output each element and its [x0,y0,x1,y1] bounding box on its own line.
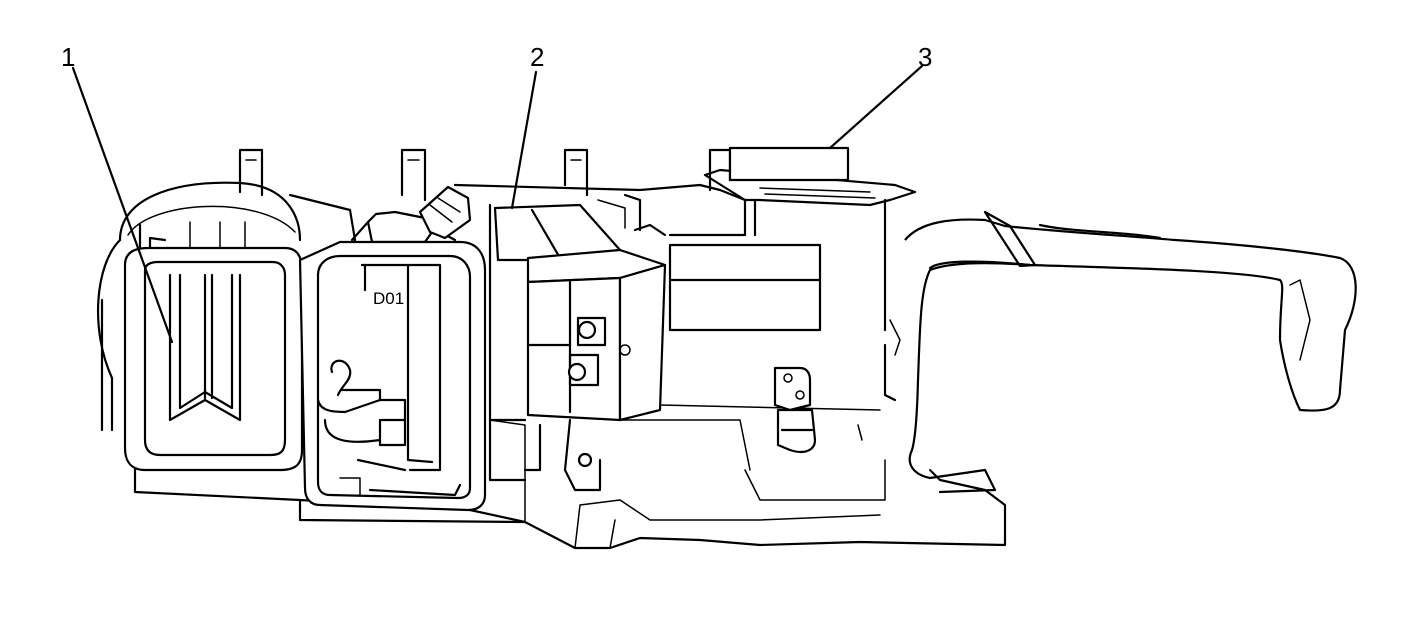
leader-lines [71,64,924,344]
callout-3: 3 [918,42,932,72]
module-top-edge [238,148,747,252]
leader-line-3 [828,64,924,150]
center-actuator-module [488,193,667,492]
evaporator-case [298,185,487,512]
part-label-d01: D01 [373,289,404,308]
connector-bracket [773,366,863,454]
callout-2: 2 [530,42,544,72]
leader-line-1 [71,66,174,344]
callout-1: 1 [61,42,75,72]
leader-line-2 [510,70,538,210]
blower-housing [97,181,319,472]
duct-arm [904,210,1357,494]
heater-section [668,146,917,402]
